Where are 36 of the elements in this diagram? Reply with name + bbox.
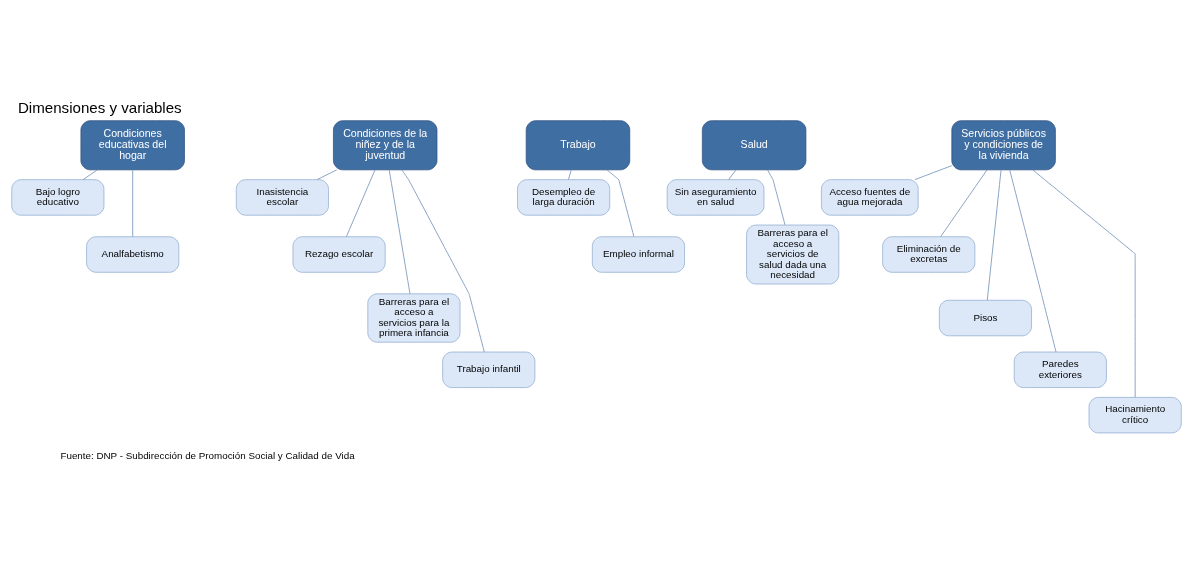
- node-box: Inasistencia escolar: [235, 179, 329, 216]
- node-box: Rezago escolar: [292, 236, 386, 273]
- connector: [1032, 169, 1136, 398]
- connector: [345, 169, 376, 238]
- connector: [568, 169, 572, 181]
- node-box: Analfabetismo: [86, 236, 180, 273]
- node-box: Salud: [701, 120, 807, 171]
- connector: [1009, 169, 1057, 353]
- node-box: Desempleo de larga duración: [517, 179, 611, 216]
- node-box: Servicios públicos y condiciones de la vivienda: [951, 120, 1056, 171]
- node-box: Bajo logro educativo: [11, 179, 105, 216]
- node-box: Acceso fuentes de agua mejorada: [821, 179, 919, 216]
- node-box: Barreras para el acceso a servicios para la primera infancia: [367, 293, 461, 343]
- node-box: Barreras para el acceso a servicios de salud dada una necesidad: [746, 224, 840, 285]
- node-box: Trabajo infantil: [442, 351, 536, 388]
- connector: [82, 169, 98, 181]
- node-box: Trabajo: [525, 120, 631, 171]
- connector: [728, 169, 737, 181]
- connector: [767, 169, 786, 226]
- connector: [132, 169, 134, 238]
- node-box: Eliminación de excretas: [882, 236, 976, 273]
- node-box: Pisos: [938, 299, 1032, 337]
- node-box: Sin aseguramiento en salud: [666, 179, 765, 216]
- node-box: Paredes exteriores: [1013, 351, 1107, 388]
- connector: [316, 169, 338, 181]
- diagram-title: Dimensiones y variables: [17, 99, 182, 117]
- connector: [401, 169, 485, 353]
- connector: [914, 165, 953, 181]
- connector: [986, 169, 1002, 301]
- connector: [388, 169, 411, 295]
- node-box: Hacinamiento crítico: [1088, 397, 1182, 434]
- node-box: Empleo informal: [591, 236, 685, 273]
- node-box: Condiciones de la niñez y de la juventud: [333, 120, 438, 171]
- connector: [940, 169, 988, 238]
- caption: Fuente: DNP - Subdirección de Promoción Social y Calidad de Vida: [60, 449, 355, 461]
- node-box: Condiciones educativas del hogar: [80, 120, 185, 171]
